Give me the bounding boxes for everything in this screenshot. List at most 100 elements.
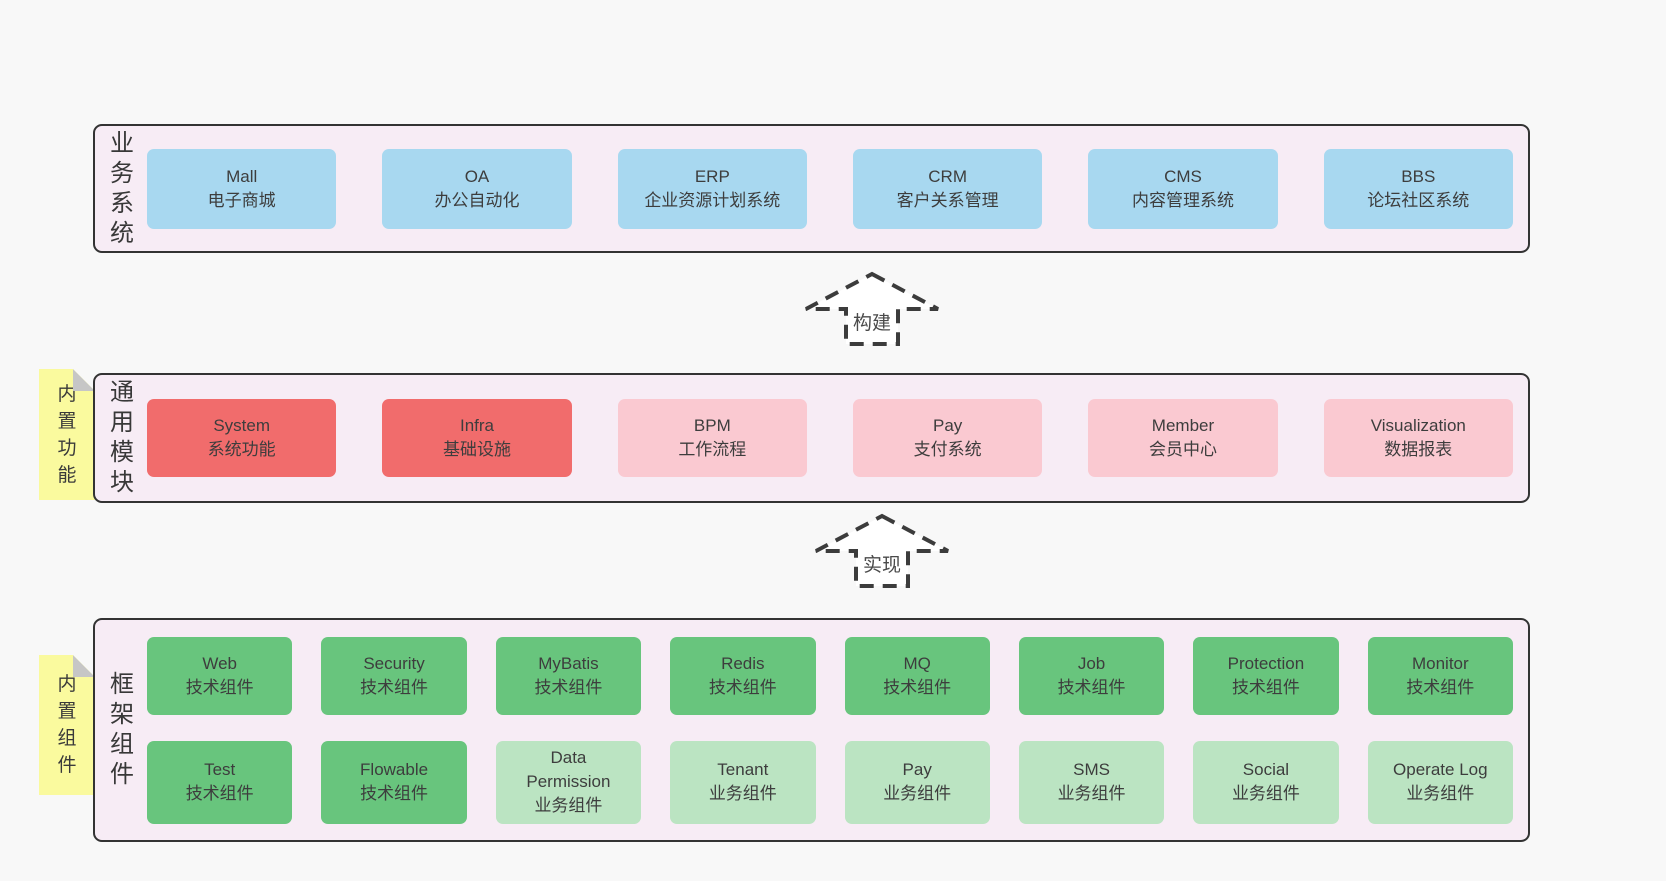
box-sms: SMS 业务组件 xyxy=(1018,740,1165,824)
box-visualization: Visualization 数据报表 xyxy=(1323,399,1513,477)
box-oa: OA 办公自动化 xyxy=(382,148,572,229)
box-title: Monitor xyxy=(1411,653,1469,673)
box-subtitle: 业务组件 xyxy=(1406,784,1475,803)
box-title: CRM xyxy=(928,166,967,186)
box-subtitle: 业务组件 xyxy=(883,784,952,803)
box-subtitle: 技术组件 xyxy=(1406,677,1475,697)
implement-arrow-icon: 实现 xyxy=(815,513,949,588)
box-crm: CRM 客户关系管理 xyxy=(852,148,1043,229)
box-subtitle: 业务组件 xyxy=(1231,784,1300,803)
box-subtitle: 技术组件 xyxy=(185,784,254,803)
box-security: Security 技术组件 xyxy=(321,636,467,715)
panel-business-systems: 业务系统 Mall 电子商城 OA 办公自动化 ERP 企业资源计划系统 CRM… xyxy=(93,124,1530,253)
sticky-fold-corner-icon xyxy=(73,655,95,677)
box-title: Web xyxy=(202,653,238,673)
box-operate-log: Operate Log 业务组件 xyxy=(1367,740,1513,824)
box-subtitle: 技术组件 xyxy=(1057,677,1126,697)
box-social: Social 业务组件 xyxy=(1193,740,1339,824)
sticky-note-text: 内置组件 xyxy=(57,674,77,776)
box-title: Redis xyxy=(721,653,765,673)
box-subtitle: 论坛社区系统 xyxy=(1367,190,1470,210)
box-subtitle: 会员中心 xyxy=(1148,440,1217,459)
box-infra: Infra 基础设施 xyxy=(382,399,572,477)
box-title: Tenant xyxy=(717,760,769,779)
box-subtitle: 企业资源计划系统 xyxy=(644,190,781,210)
sticky-note-builtin-components: 内置组件 xyxy=(39,655,95,795)
component-box-grid: Web 技术组件 Security 技术组件 MyBatis 技术组件 Redi… xyxy=(145,620,1528,840)
box-subtitle: 内容管理系统 xyxy=(1131,190,1234,210)
box-pay-system: Pay 支付系统 xyxy=(852,399,1043,477)
box-title: Security xyxy=(363,653,425,673)
box-title: Visualization xyxy=(1370,416,1466,435)
box-bpm: BPM 工作流程 xyxy=(617,399,807,477)
box-title: Flowable xyxy=(360,760,429,779)
box-mall: Mall 电子商城 xyxy=(147,148,337,229)
build-arrow-label: 构建 xyxy=(853,312,891,334)
box-title: Protection xyxy=(1227,653,1305,673)
box-title: Mall xyxy=(226,166,258,186)
box-system: System 系统功能 xyxy=(147,399,337,477)
box-title: System xyxy=(213,416,270,435)
box-subtitle: 技术组件 xyxy=(883,677,952,697)
box-subtitle: 基础设施 xyxy=(442,440,511,459)
box-subtitle: 技术组件 xyxy=(360,784,429,803)
box-cms: CMS 内容管理系统 xyxy=(1088,148,1278,229)
panel-framework-components: 框架组件 Web 技术组件 Security 技术组件 MyBatis 技术组件… xyxy=(93,618,1530,842)
box-subtitle: 技术组件 xyxy=(708,677,777,697)
box-subtitle: 业务组件 xyxy=(534,796,603,815)
sticky-note-text: 内置功能 xyxy=(57,383,77,486)
box-subtitle: 办公自动化 xyxy=(434,190,520,210)
box-title: Pay xyxy=(902,760,932,779)
box-subtitle: 支付系统 xyxy=(913,440,982,459)
box-subtitle: 技术组件 xyxy=(534,677,603,697)
box-redis: Redis 技术组件 xyxy=(670,636,816,715)
sticky-note-builtin-features: 内置功能 xyxy=(39,369,95,500)
box-title: CMS xyxy=(1164,166,1202,186)
box-title: Social xyxy=(1242,760,1290,779)
box-test: Test 技术组件 xyxy=(147,740,293,824)
box-subtitle: 业务组件 xyxy=(1057,784,1126,803)
box-subtitle: 业务组件 xyxy=(708,784,777,803)
box-subtitle: 技术组件 xyxy=(360,677,429,697)
box-tenant: Tenant 业务组件 xyxy=(670,740,816,824)
box-title: Infra xyxy=(459,416,494,435)
box-subtitle: 技术组件 xyxy=(185,677,254,697)
box-erp: ERP 企业资源计划系统 xyxy=(617,148,807,229)
box-mq: MQ 技术组件 xyxy=(844,636,990,715)
box-title: MQ xyxy=(903,653,931,673)
panel-label-modules: 通用模块 xyxy=(110,379,134,496)
box-bbs: BBS 论坛社区系统 xyxy=(1323,148,1513,229)
box-pay-component: Pay 业务组件 xyxy=(844,740,990,824)
box-job: Job 技术组件 xyxy=(1018,636,1165,715)
box-monitor: Monitor 技术组件 xyxy=(1367,636,1513,715)
box-title: Job xyxy=(1077,653,1106,673)
box-subtitle: 系统功能 xyxy=(207,440,276,459)
box-web: Web 技术组件 xyxy=(147,636,293,715)
business-box-row: Mall 电子商城 OA 办公自动化 ERP 企业资源计划系统 CRM 客户关系… xyxy=(145,126,1528,251)
panel-label-components: 框架组件 xyxy=(110,671,134,788)
box-title: Pay xyxy=(933,416,963,435)
box-subtitle: 客户关系管理 xyxy=(896,190,999,210)
box-member: Member 会员中心 xyxy=(1088,399,1278,477)
box-title: BBS xyxy=(1401,166,1436,186)
module-box-row: System 系统功能 Infra 基础设施 BPM 工作流程 Pay 支付系统… xyxy=(145,375,1528,501)
build-arrow-icon: 构建 xyxy=(805,271,939,346)
box-title: ERP xyxy=(694,166,730,186)
box-subtitle: 电子商城 xyxy=(207,190,276,210)
box-flowable: Flowable 技术组件 xyxy=(321,740,467,824)
box-title: Member xyxy=(1151,416,1215,435)
panel-label-business: 业务系统 xyxy=(110,129,134,247)
box-protection: Protection 技术组件 xyxy=(1193,636,1339,715)
box-subtitle: 技术组件 xyxy=(1231,677,1300,697)
implement-arrow-label: 实现 xyxy=(863,554,901,576)
box-title: Data Permission xyxy=(526,748,611,791)
box-subtitle: 工作流程 xyxy=(678,440,747,459)
box-title: OA xyxy=(464,166,490,186)
box-title: Operate Log xyxy=(1393,760,1488,779)
sticky-fold-corner-icon xyxy=(73,369,95,391)
box-title: MyBatis xyxy=(538,653,599,673)
box-data-permission: Data Permission 业务组件 xyxy=(495,740,642,824)
box-title: BPM xyxy=(693,416,731,435)
box-title: Test xyxy=(204,760,236,779)
